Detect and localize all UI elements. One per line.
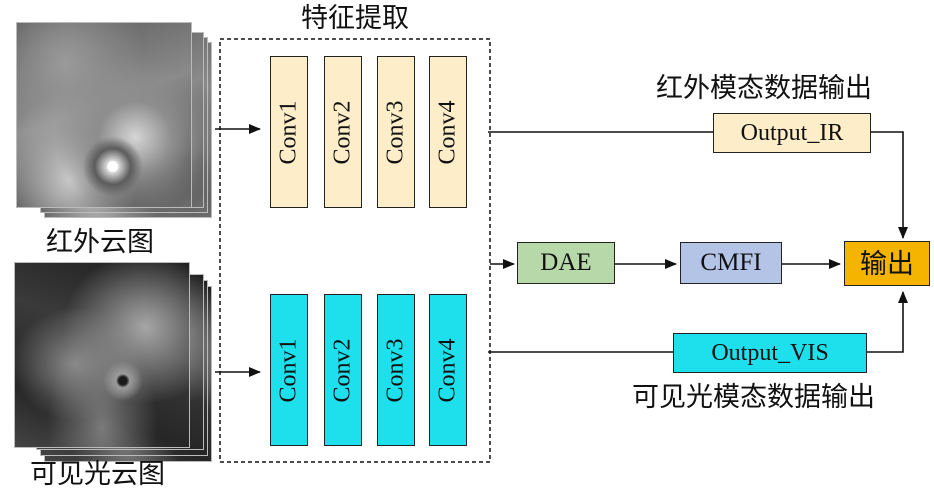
ir-conv1-label: Conv1 <box>275 99 302 165</box>
vis-conv3-label: Conv3 <box>382 337 409 403</box>
ir-conv4-label: Conv4 <box>434 99 461 165</box>
vis-conv3-block: Conv3 <box>377 294 415 446</box>
feature-extraction-group-border <box>219 38 491 463</box>
ir-conv2-block: Conv2 <box>324 56 362 208</box>
vis-output-caption: 可见光模态数据输出 <box>632 382 875 413</box>
ir-conv2-label: Conv2 <box>329 99 356 165</box>
ir-conv4-block: Conv4 <box>429 56 467 208</box>
vis-conv4-block: Conv4 <box>429 294 467 446</box>
vis-cloud-image <box>14 262 190 448</box>
ir-conv3-block: Conv3 <box>377 56 415 208</box>
vis-conv1-label: Conv1 <box>275 337 302 403</box>
output-ir-box: Output_IR <box>713 113 871 153</box>
ir-output-caption: 红外模态数据输出 <box>656 73 872 104</box>
feature-extraction-title: 特征提取 <box>301 3 409 34</box>
vis-conv4-label: Conv4 <box>434 337 461 403</box>
final-output-block: 输出 <box>844 241 930 286</box>
vis-output-connector <box>488 291 908 353</box>
output-vis-box: Output_VIS <box>673 333 867 373</box>
ir-output-connector <box>488 131 908 239</box>
cmfi-block: CMFI <box>680 242 782 284</box>
ir-image-label: 红外云图 <box>46 227 154 258</box>
ir-conv3-label: Conv3 <box>382 99 409 165</box>
vis-conv2-block: Conv2 <box>324 294 362 446</box>
ir-cloud-image <box>16 22 192 208</box>
vis-conv2-label: Conv2 <box>329 337 356 403</box>
ir-conv1-block: Conv1 <box>270 56 308 208</box>
vis-conv1-block: Conv1 <box>270 294 308 446</box>
dae-block: DAE <box>517 242 615 284</box>
vis-image-label: 可见光云图 <box>30 459 165 490</box>
